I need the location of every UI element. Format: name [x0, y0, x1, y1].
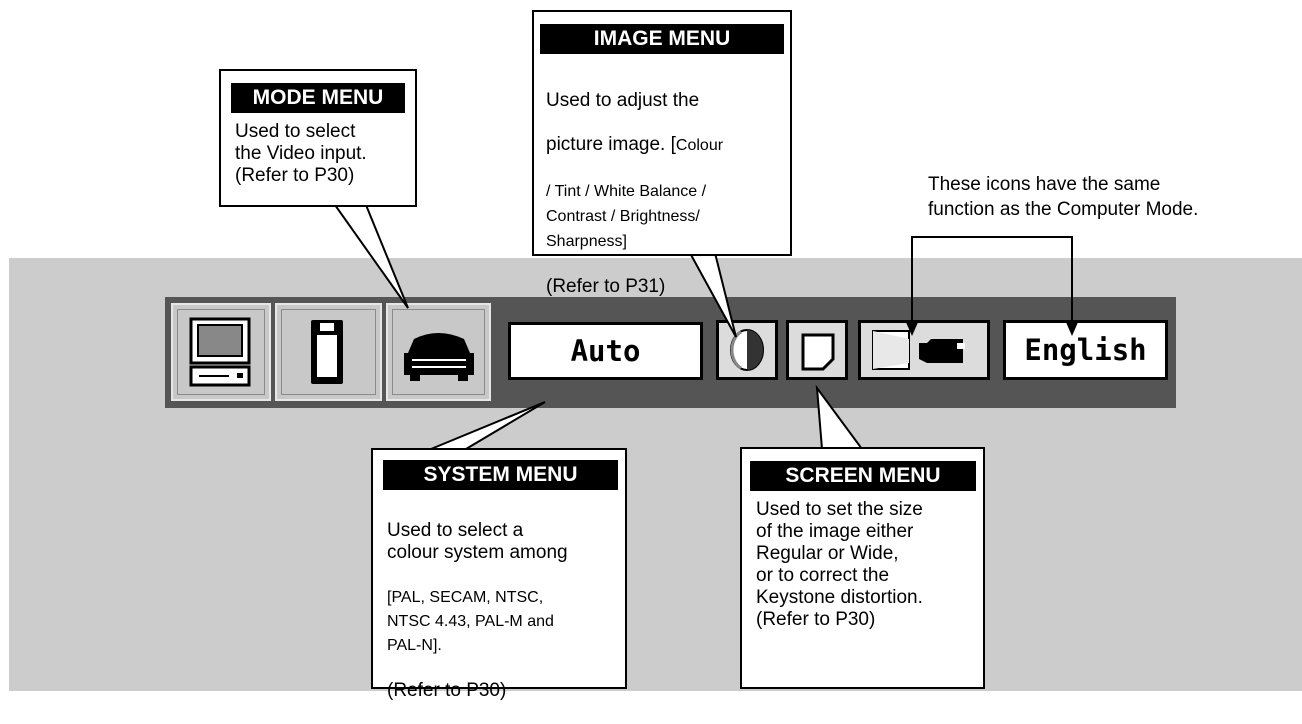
video-source-tile[interactable] — [275, 303, 382, 401]
system-value-box[interactable]: Auto — [508, 322, 703, 380]
screen-menu-callout: SCREEN MENU Used to set the size of the … — [740, 447, 985, 689]
image-menu-colour: Colour — [675, 137, 724, 154]
same-function-note: These icons have the same function as th… — [928, 174, 1199, 220]
computer-icon — [189, 317, 251, 387]
image-menu-title: IMAGE MENU — [540, 24, 784, 54]
system-menu-lead: Used to select a colour system among — [387, 520, 568, 563]
screen-icon — [801, 333, 835, 371]
image-menu-items: / Tint / White Balance / Contrast / Brig… — [546, 183, 707, 250]
screen-menu-description: Used to set the size of the image either… — [756, 499, 923, 630]
system-menu-description: Used to select a colour system among [PA… — [387, 498, 623, 724]
language-value-box[interactable]: English — [1003, 320, 1168, 380]
image-menu-description: Used to adjust the picture image. [Colou… — [546, 68, 790, 320]
image-menu-line1: Used to adjust the — [546, 90, 700, 111]
video-projector-icon — [404, 333, 474, 381]
system-menu-title: SYSTEM MENU — [383, 460, 618, 490]
image-menu-ref: (Refer to P31) — [546, 276, 666, 297]
screen-menu-tile[interactable] — [786, 320, 848, 380]
system-menu-ref: (Refer to P30) — [387, 680, 507, 701]
video-card-icon — [311, 320, 343, 384]
image-menu-line2: picture image. [Colour — [546, 134, 724, 155]
screen-menu-title: SCREEN MENU — [750, 461, 976, 491]
video-mode-tile[interactable] — [386, 303, 491, 401]
mode-menu-title: MODE MENU — [231, 83, 405, 113]
system-menu-systems: [PAL, SECAM, NTSC, NTSC 4.43, PAL-M and … — [387, 589, 554, 654]
mode-menu-description: Used to select the Video input. (Refer t… — [235, 121, 367, 186]
system-menu-callout: SYSTEM MENU Used to select a colour syst… — [371, 448, 627, 701]
image-adjust-icon — [730, 329, 764, 371]
connector-lines — [333, 204, 1079, 450]
system-value: Auto — [570, 334, 641, 368]
mode-menu-callout: MODE MENU Used to select the Video input… — [219, 69, 417, 207]
language-value: English — [1024, 333, 1147, 367]
image-menu-callout: IMAGE MENU Used to adjust the picture im… — [532, 10, 792, 297]
keystone-projector-icon — [872, 330, 965, 370]
computer-mode-tile[interactable] — [171, 303, 271, 401]
image-menu-tile[interactable] — [716, 320, 778, 380]
keystone-tile[interactable] — [858, 320, 990, 380]
